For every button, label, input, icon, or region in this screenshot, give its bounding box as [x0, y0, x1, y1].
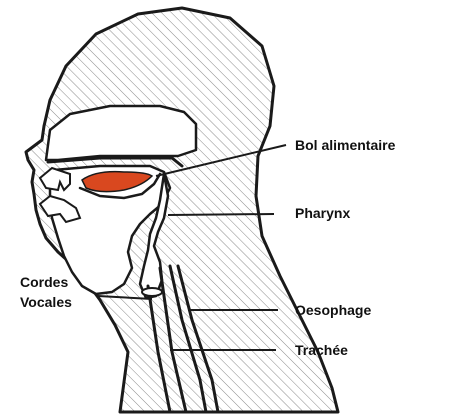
label-pharynx: Pharynx	[295, 205, 350, 222]
label-oesophage: Oesophage	[295, 302, 371, 319]
label-bol-alimentaire: Bol alimentaire	[295, 137, 395, 154]
nasal-cavity	[46, 106, 196, 160]
vocal-cords	[142, 288, 162, 296]
leader-line-pharynx	[168, 214, 274, 215]
label-vocales: Vocales	[20, 294, 72, 311]
label-trachee: Trachée	[295, 342, 348, 359]
label-cordes: Cordes	[20, 274, 68, 291]
